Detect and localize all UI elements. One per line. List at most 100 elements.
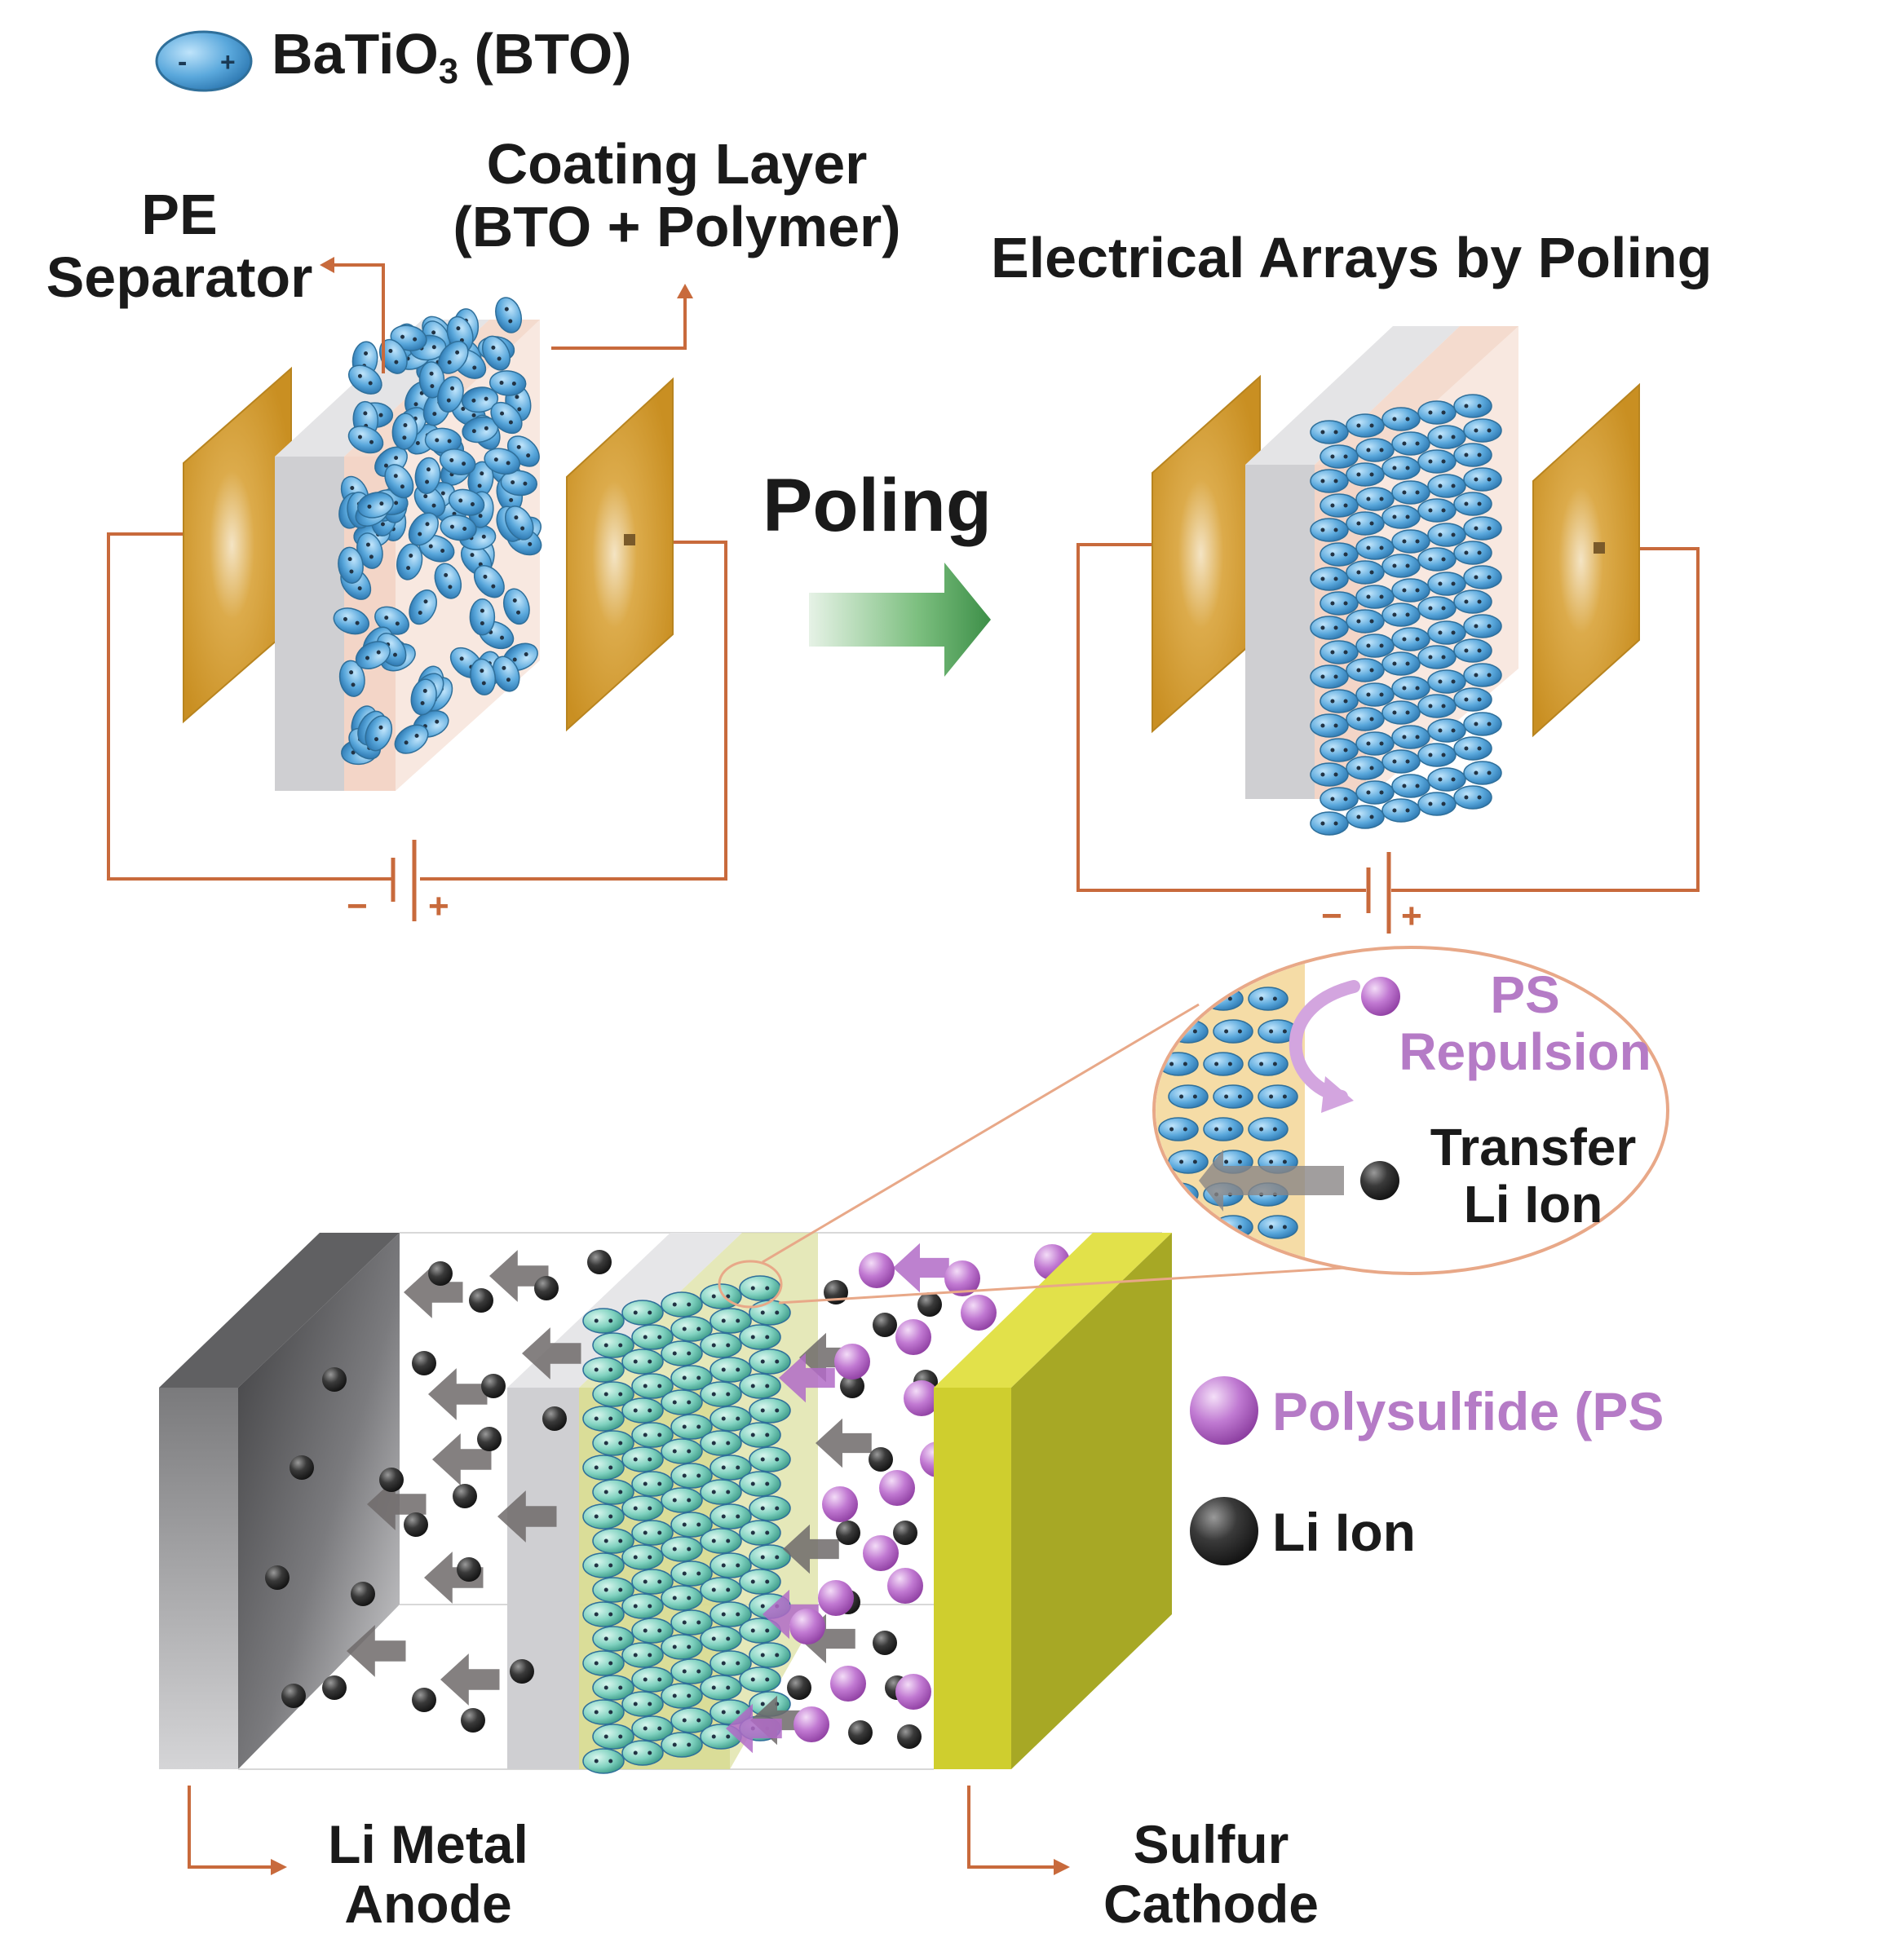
- bto-particle-aligned: [1463, 418, 1502, 443]
- bto-particle-bottom-body: [710, 1552, 752, 1578]
- bto-particle-bottom: [670, 1707, 713, 1733]
- bto-particle-aligned-plus: [1487, 770, 1492, 775]
- bto-particle-random-plus: [395, 621, 400, 626]
- bto-particle-random: [391, 413, 418, 450]
- bto-particle-random-plus: [394, 360, 399, 364]
- bto-particle-bottom-minus: [672, 1302, 677, 1307]
- bto-particle-aligned-body: [1427, 669, 1466, 694]
- bto-particle-aligned-minus: [1474, 722, 1479, 726]
- li-ion-particle: [290, 1455, 314, 1480]
- bto-particle-bottom: [582, 1699, 625, 1725]
- bto-particle-bottom: [661, 1438, 703, 1464]
- bto-particle-bottom-plus: [648, 1653, 652, 1658]
- bto-particle-bottom: [670, 1512, 713, 1538]
- bto-particle-random-body: [439, 448, 476, 475]
- bto-particle-zoom-minus: [1214, 1127, 1219, 1132]
- bto-particle-bottom-body: [661, 1389, 703, 1415]
- bto-particle-bottom-plus: [687, 1742, 692, 1747]
- bto-particle-bottom: [710, 1357, 752, 1383]
- bto-particle-aligned-body: [1427, 767, 1466, 792]
- bto-particle-aligned-minus: [1464, 697, 1469, 702]
- li-ion-particle: [542, 1406, 567, 1431]
- bto-particle-aligned-plus: [1333, 674, 1338, 679]
- bto-particle-random-minus: [440, 491, 445, 496]
- bto-particle-aligned-body: [1453, 687, 1492, 712]
- bto-particle-aligned-minus: [1366, 692, 1371, 697]
- bto-particle-bottom: [621, 1691, 664, 1717]
- bto-particle-random-plus: [415, 440, 420, 445]
- electrical-arrays-title: Electrical Arrays by Poling: [991, 226, 1713, 289]
- bto-particle-aligned-minus: [1356, 766, 1361, 770]
- bto-particle-bottom-minus: [603, 1734, 608, 1739]
- bto-particle-aligned-body: [1463, 712, 1502, 736]
- bto-particle-aligned-plus: [1415, 490, 1420, 495]
- bto-particle-zoom-minus: [1259, 1127, 1264, 1132]
- bto-particle-aligned-minus: [1366, 643, 1371, 648]
- bto-particle-bottom-body: [621, 1495, 664, 1521]
- bto-particle-bottom: [621, 1642, 664, 1668]
- bto-particle-bottom-plus: [726, 1490, 731, 1494]
- bto-particle-bottom-minus: [711, 1636, 716, 1641]
- bto-particle-aligned-minus: [1464, 404, 1469, 408]
- bto-particle-zoom-minus: [1214, 1257, 1219, 1262]
- bto-particle-bottom: [592, 1675, 634, 1701]
- bto-particle-random-minus: [483, 574, 488, 579]
- bto-particle-aligned-minus: [1320, 528, 1325, 532]
- bto-particle-random-minus: [349, 670, 354, 675]
- bto-particle-random-plus: [413, 402, 418, 407]
- bto-particle-random-minus: [429, 371, 434, 376]
- li-ion-particle: [510, 1659, 534, 1684]
- bto-particle-aligned-body: [1381, 603, 1421, 627]
- bto-particle-bottom-body: [631, 1569, 674, 1595]
- legend-polysulfide-label: Polysulfide (PS: [1272, 1381, 1664, 1441]
- bto-particle-random-minus: [422, 688, 427, 693]
- bto-particle-bottom: [661, 1536, 703, 1562]
- bto-particle-random-plus: [418, 532, 422, 536]
- bto-particle-bottom-minus: [682, 1522, 687, 1527]
- bto-particle-bottom-body: [749, 1642, 791, 1668]
- bto-particle-bottom-plus: [618, 1441, 623, 1446]
- bto-particle-bottom-minus: [633, 1408, 638, 1413]
- bto-particle-bottom-plus: [736, 1367, 740, 1372]
- bto-particle-aligned-body: [1310, 567, 1349, 591]
- bto-particle-aligned: [1355, 487, 1395, 511]
- bto-particle-random-minus: [363, 411, 368, 416]
- bto-particle-bottom-body: [621, 1349, 664, 1375]
- bto-particle-random: [418, 361, 445, 399]
- bto-particle-aligned-body: [1346, 511, 1385, 536]
- bto-particle-aligned-minus: [1356, 668, 1361, 673]
- bto-particle-bottom-minus: [643, 1530, 648, 1535]
- svg-text:+: +: [220, 47, 236, 77]
- top-right-cell: [1076, 326, 1700, 934]
- bto-particle-aligned-minus: [1402, 588, 1407, 593]
- bto-particle-aligned-plus: [1487, 428, 1492, 433]
- coating-label-arrow: [551, 292, 687, 350]
- bto-particle-bottom: [582, 1650, 625, 1676]
- bto-particle-random-minus: [400, 334, 405, 339]
- bto-particle-aligned-minus: [1438, 581, 1443, 586]
- bto-particle-random: [424, 427, 462, 454]
- bto-particle-aligned-plus: [1379, 545, 1384, 550]
- bto-particle-bottom-plus: [618, 1587, 623, 1592]
- bto-particle-random-minus: [435, 719, 440, 724]
- bto-particle-aligned-minus: [1366, 448, 1371, 452]
- bto-particle-random: [384, 464, 414, 499]
- bto-particle-bottom-minus: [603, 1490, 608, 1494]
- bto-particle-random-minus: [502, 665, 506, 670]
- bto-particle-bottom-body: [592, 1430, 634, 1456]
- bto-particle-random-plus: [425, 479, 430, 484]
- bto-particle-random-plus: [431, 503, 436, 508]
- cathode-front-face: [934, 1388, 1011, 1769]
- legend-polysulfide-glyph: [1190, 1376, 1258, 1445]
- bto-particle-bottom-plus: [648, 1555, 652, 1560]
- bto-particle-random-plus: [448, 585, 453, 589]
- bto-particle-aligned-body: [1463, 418, 1502, 443]
- bto-particle-random-plus: [500, 635, 505, 640]
- li-ion-particle: [893, 1521, 917, 1545]
- bto-particle-bottom-plus: [775, 1653, 780, 1658]
- bto-particle-aligned: [1463, 565, 1502, 589]
- pe-separator-label: PE Separator: [16, 183, 343, 309]
- bto-particle-bottom-body: [621, 1740, 664, 1766]
- bto-particle-bottom-body: [700, 1381, 742, 1407]
- bto-particle-aligned: [1320, 444, 1359, 469]
